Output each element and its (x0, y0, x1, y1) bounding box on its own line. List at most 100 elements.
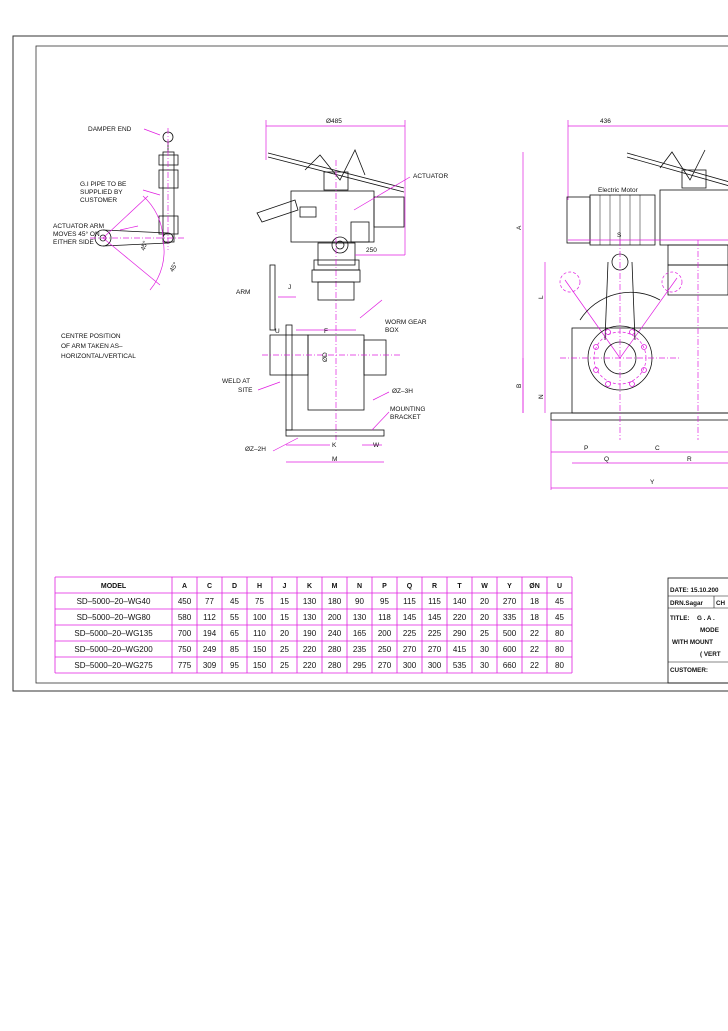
table-cell: 90 (355, 597, 364, 606)
mounting-bracket-shape (285, 429, 385, 437)
table-header: Q (407, 583, 413, 590)
table-cell: 235 (353, 645, 367, 654)
table-cell: 80 (555, 645, 564, 654)
table-cell: 535 (453, 661, 467, 670)
actuator-arm-label-3: EITHER SIDE (53, 239, 94, 246)
table-header: N (357, 583, 362, 590)
table-cell: 130 (303, 613, 317, 622)
table-cell: 80 (555, 661, 564, 670)
weld-label-2: SITE (238, 387, 253, 394)
table-cell: 200 (378, 629, 392, 638)
dim-n-label: N (538, 394, 545, 399)
worm-gear-label-2: BOX (385, 327, 399, 334)
table-cell: 30 (480, 661, 489, 670)
dim-a-label: A (516, 225, 523, 230)
table-cell: 700 (178, 629, 192, 638)
dim-j-label: J (288, 284, 291, 291)
title-vert: ( VERT (700, 651, 721, 658)
table-header: H (257, 583, 262, 590)
table-cell: 270 (378, 661, 392, 670)
table-cell: 280 (328, 661, 342, 670)
table-cell: 100 (253, 613, 267, 622)
table-cell: 270 (428, 645, 442, 654)
table-cell: 18 (530, 613, 539, 622)
table-cell: 95 (230, 661, 239, 670)
dim-f-label: F (324, 328, 328, 335)
title-model: MODE (700, 627, 719, 634)
customer-field: CUSTOMER: (670, 667, 708, 674)
table-cell: 190 (303, 629, 317, 638)
table-cell: 115 (428, 597, 441, 606)
actuator-arm-label-1: ACTUATOR ARM (53, 223, 104, 230)
title-field-label: TITLE: (670, 615, 690, 622)
dim-k-label: K (332, 442, 337, 449)
table-cell: 415 (453, 645, 467, 654)
gi-pipe-shape (162, 151, 175, 243)
table-header: K (307, 583, 312, 590)
table-cell: 750 (178, 645, 192, 654)
dim-485-label: Ø485 (326, 118, 342, 125)
title-with-mount: WITH MOUNT (672, 639, 713, 646)
table-cell: 249 (203, 645, 217, 654)
table-cell: 25 (480, 629, 489, 638)
table-cell: 600 (503, 645, 517, 654)
model-cell: SD–5000–20–WG275 (74, 661, 153, 670)
table-cell: 145 (428, 613, 442, 622)
table-cell: 20 (480, 613, 489, 622)
table-cell: 118 (378, 613, 391, 622)
table-cell: 660 (503, 661, 517, 670)
dim-r-label: R (687, 456, 692, 463)
table-cell: 15 (280, 613, 289, 622)
table-cell: 65 (230, 629, 239, 638)
weld-label-1: WELD AT (222, 378, 250, 385)
table-cell: 110 (253, 629, 266, 638)
dim-250-label: 250 (366, 247, 377, 254)
outer-frame (12, 35, 728, 692)
right-view: 436 Electric Motor (516, 118, 728, 490)
dim-l-label: L (538, 295, 545, 299)
table-cell: 194 (203, 629, 217, 638)
dim-m-label: M (332, 456, 337, 463)
table-cell: 95 (380, 597, 389, 606)
table-cell: 220 (303, 645, 317, 654)
inner-frame (35, 45, 728, 684)
worm-gear-label-1: WORM GEAR (385, 319, 427, 326)
table-cell: 300 (428, 661, 442, 670)
actuator-label: ACTUATOR (413, 173, 448, 180)
table-cell: 309 (203, 661, 217, 670)
table-cell: 25 (280, 661, 289, 670)
table-cell: 220 (453, 613, 467, 622)
table-cell: 450 (178, 597, 192, 606)
dim-s-label: S (617, 232, 622, 239)
actuator-body-shape (290, 190, 375, 243)
dim-b-label: B (516, 384, 523, 388)
mounting-label-1: MOUNTING (390, 406, 425, 413)
table-cell: 150 (253, 661, 267, 670)
table-header: T (457, 583, 462, 590)
center-view: Ø485 250 (222, 118, 448, 463)
table-cell: 20 (480, 597, 489, 606)
left-view: 45° 45° DAMPER END G.I PIPE TO BE SUPPLI… (53, 126, 185, 360)
table-cell: 140 (453, 597, 467, 606)
table-cell: 580 (178, 613, 192, 622)
table-cell: 45 (555, 597, 564, 606)
table-cell: 22 (530, 645, 539, 654)
table-cell: 75 (255, 597, 264, 606)
table-header: A (182, 583, 187, 590)
table-cell: 85 (230, 645, 239, 654)
date-field: DATE: 15.10.200 (670, 587, 719, 594)
model-cell: SD–5000–20–WG80 (77, 613, 151, 622)
table-cell: 295 (353, 661, 367, 670)
checked-by-field: CH (716, 600, 726, 607)
table-cell: 22 (530, 629, 539, 638)
table-header: M (332, 583, 338, 590)
table-cell: 45 (230, 597, 239, 606)
dim-q-label: Q (604, 456, 609, 463)
table-header: W (481, 583, 488, 590)
table-header: C (207, 583, 212, 590)
table-cell: 25 (280, 645, 289, 654)
table-cell: 22 (530, 661, 539, 670)
swing-arc (142, 195, 164, 239)
